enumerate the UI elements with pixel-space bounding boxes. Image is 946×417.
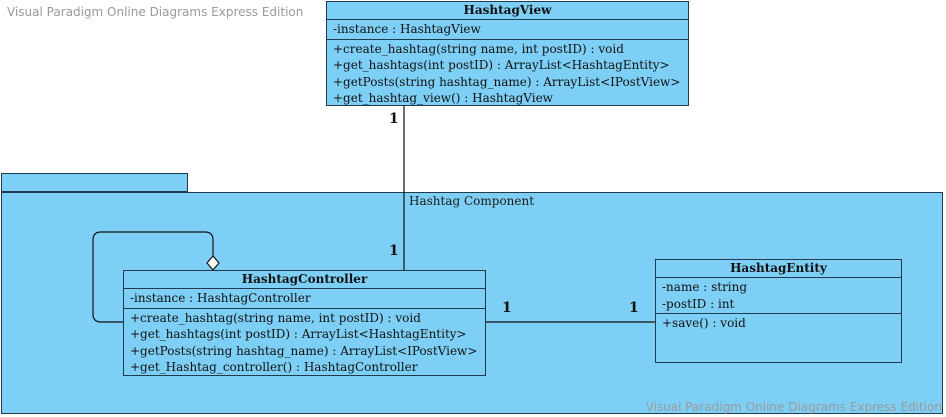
attribute: -postID : int	[662, 296, 735, 311]
watermark-bottom: Visual Paradigm Online Diagrams Express …	[645, 400, 942, 414]
package-tab[interactable]	[1, 173, 188, 192]
attribute: -instance : HashtagView	[333, 22, 481, 36]
self-aggregation-line	[92, 231, 214, 323]
operations-compartment: +save() : void	[656, 314, 901, 332]
multiplicity-controller-right-end: 1	[502, 300, 512, 316]
attributes-compartment: -instance : HashtagView	[327, 20, 688, 40]
attributes-compartment: -instance : HashtagController	[124, 289, 485, 309]
operation: +get_hashtags(int postID) : ArrayList<Ha…	[333, 58, 670, 72]
operation: +get_hashtags(int postID) : ArrayList<Ha…	[130, 327, 467, 341]
operation: +get_Hashtag_controller() : HashtagContr…	[130, 360, 418, 374]
attributes-compartment: -name : string -postID : int	[656, 278, 901, 314]
class-hashtag-controller[interactable]: HashtagController -instance : HashtagCon…	[123, 270, 486, 376]
multiplicity-view-end: 1	[389, 111, 399, 127]
class-name: HashtagController	[124, 271, 485, 289]
attribute: -instance : HashtagController	[130, 291, 311, 305]
operation: +getPosts(string hashtag_name) : ArrayLi…	[130, 343, 478, 358]
operation: +get_hashtag_view() : HashtagView	[333, 91, 553, 105]
operation: +getPosts(string hashtag_name) : ArrayLi…	[333, 74, 681, 89]
multiplicity-controller-top-end: 1	[389, 243, 399, 259]
aggregation-diamond-icon	[206, 255, 220, 271]
package-title: Hashtag Component	[409, 194, 535, 208]
class-hashtag-entity[interactable]: HashtagEntity -name : string -postID : i…	[655, 259, 902, 363]
operation: +create_hashtag(string name, int postID)…	[130, 310, 421, 325]
multiplicity-entity-end: 1	[629, 300, 639, 316]
class-name: HashtagEntity	[656, 260, 901, 278]
class-hashtag-view[interactable]: HashtagView -instance : HashtagView +cre…	[326, 1, 689, 106]
attribute: -name : string	[662, 280, 748, 294]
class-name: HashtagView	[327, 2, 688, 20]
operation: +create_hashtag(string name, int postID)…	[333, 41, 624, 56]
watermark-top: Visual Paradigm Online Diagrams Express …	[7, 5, 304, 19]
operations-compartment: +create_hashtag(string name, int postID)…	[124, 309, 485, 376]
operation: +save() : void	[662, 316, 746, 330]
operations-compartment: +create_hashtag(string name, int postID)…	[327, 40, 688, 107]
